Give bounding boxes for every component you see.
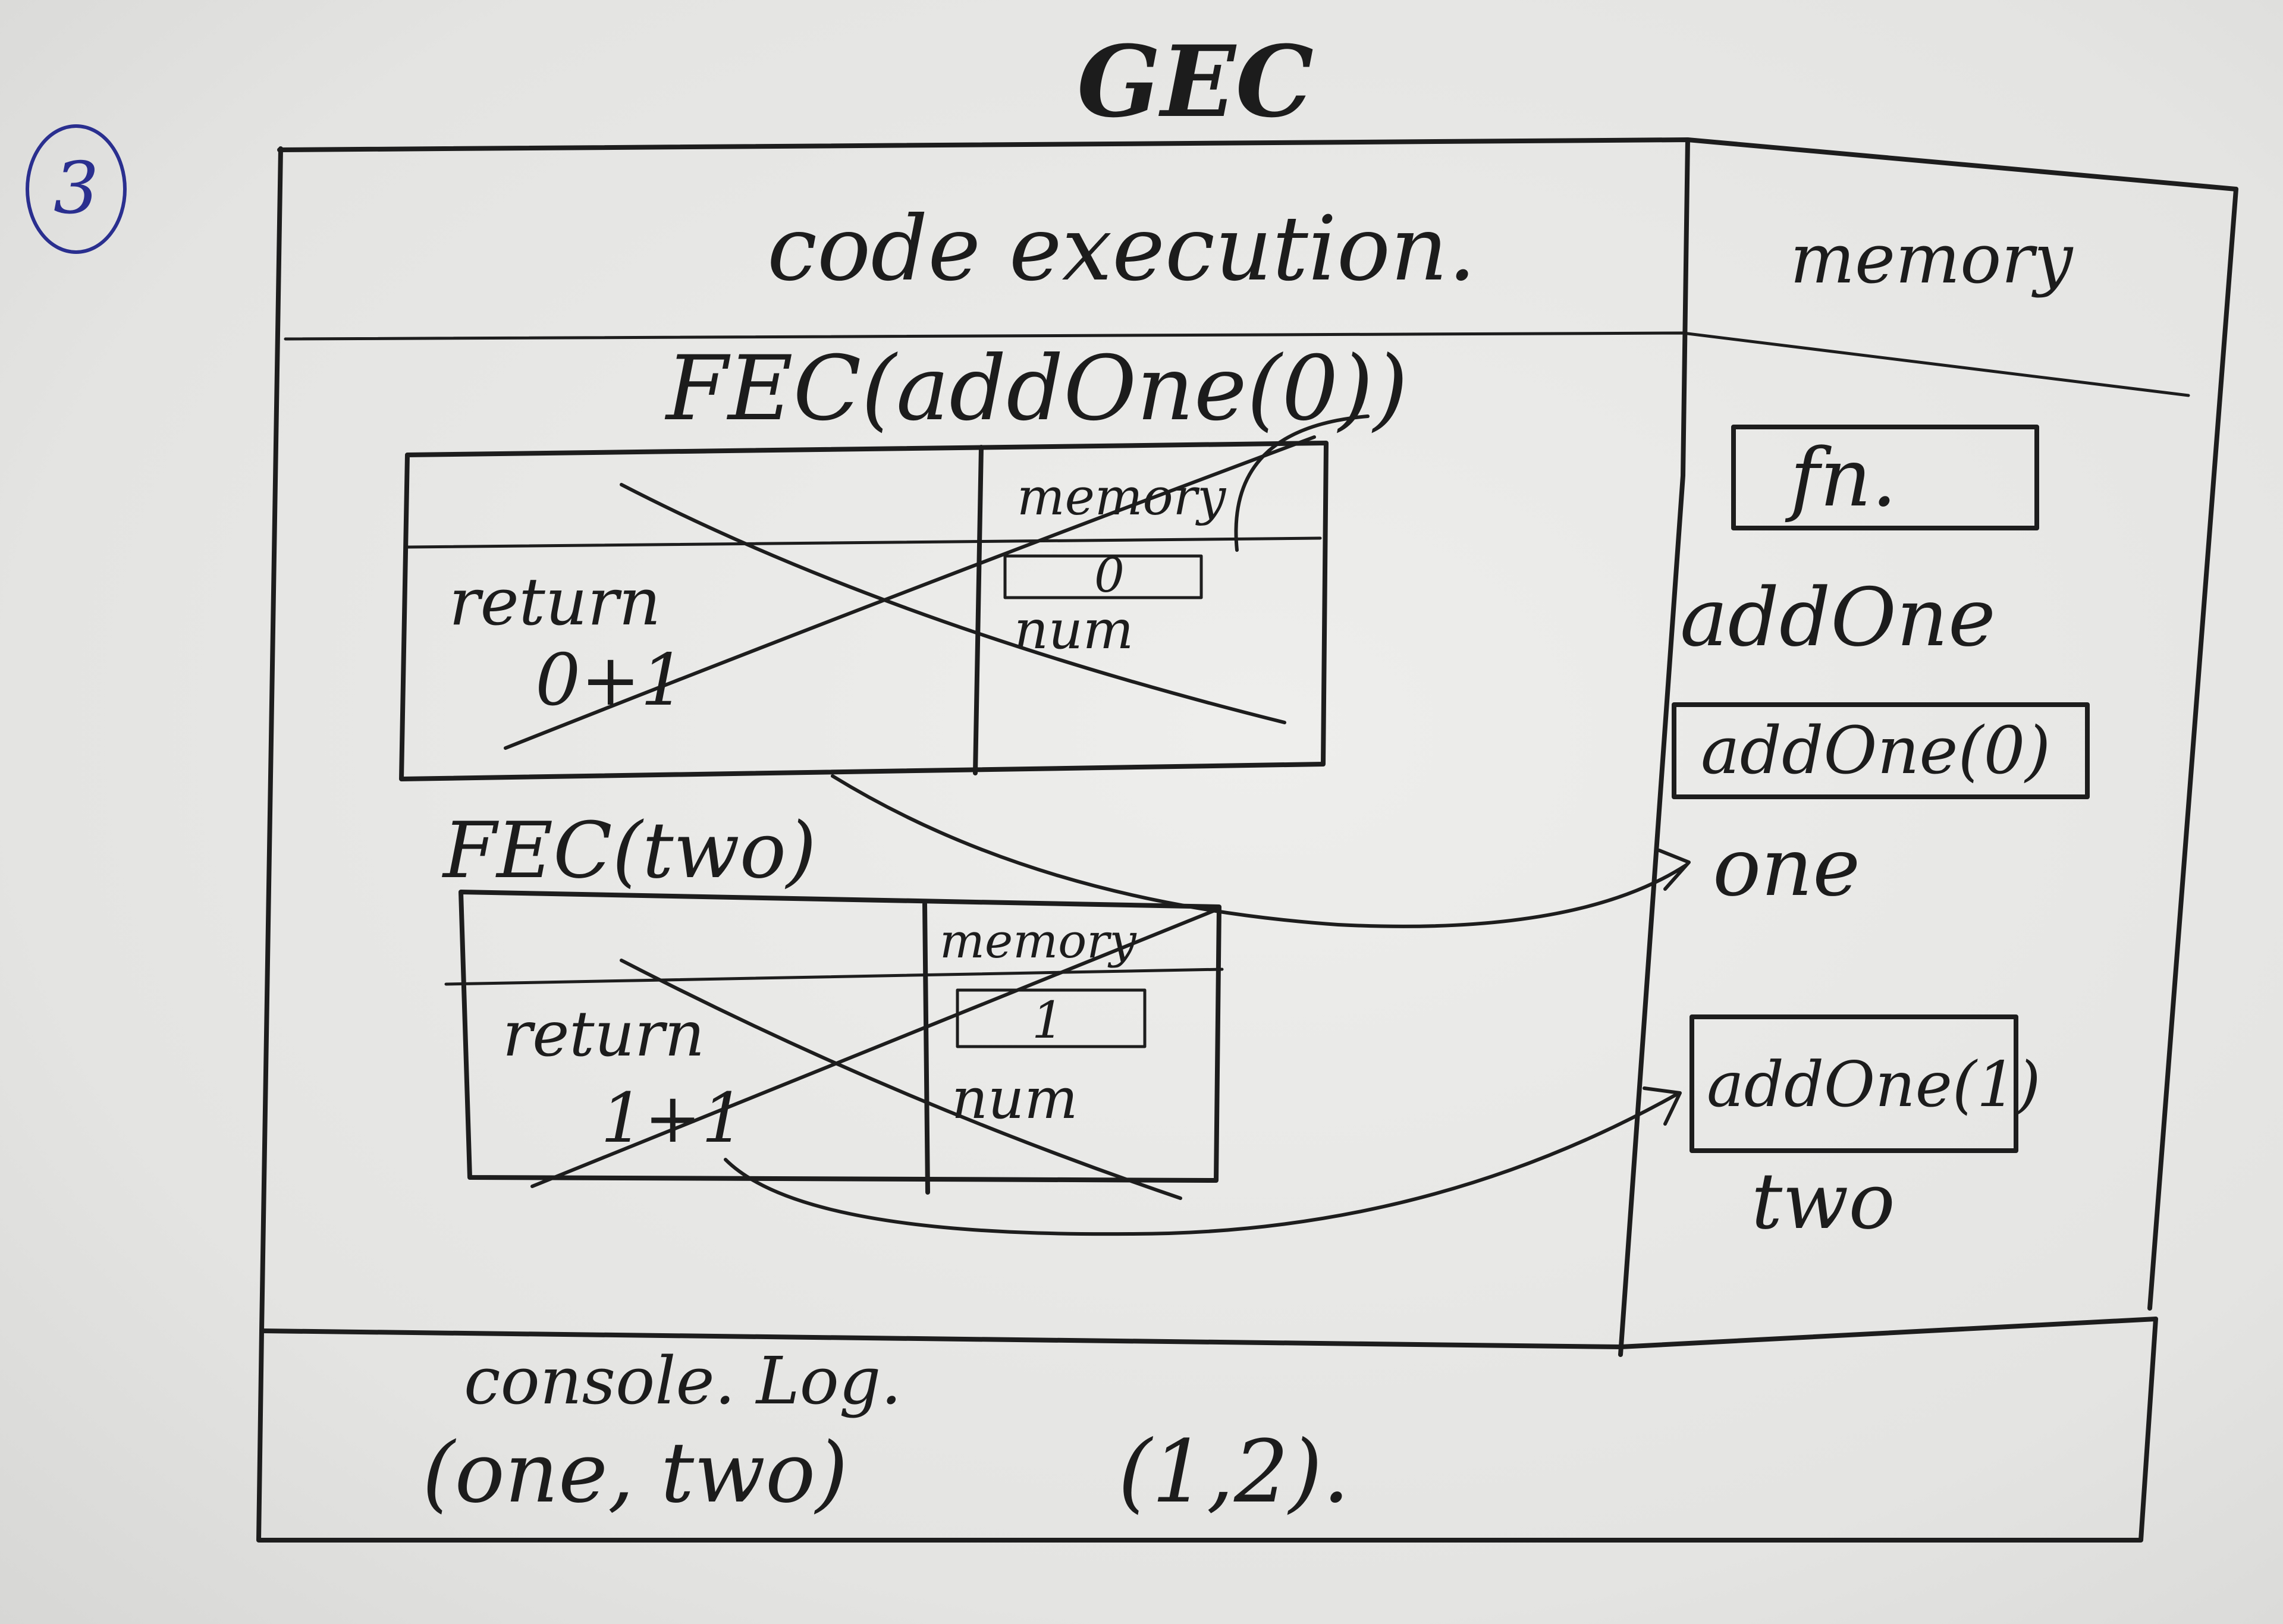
memory-value-fn: fn. xyxy=(1785,431,1897,524)
arrow-fec-one-to-one xyxy=(831,774,1688,928)
code-execution-header: code execution. xyxy=(767,197,1476,301)
fec-two-memory-slot xyxy=(956,988,1147,1048)
memory-value-addone-0: addOne(0) xyxy=(1701,712,2050,789)
fec-two-title: FEC(two) xyxy=(442,805,817,896)
fec-two-code-line1: return xyxy=(503,998,705,1070)
fec-addone-0-code-line1: return xyxy=(449,564,661,640)
fec-two: FEC(two) memory 1 num return 1+1 xyxy=(442,805,1224,1200)
memory-header: memory xyxy=(1790,219,2074,299)
memory-label-two: two xyxy=(1751,1156,1895,1246)
fec-addone-0-memory-header: memory xyxy=(1017,468,1226,527)
arrow-one-head xyxy=(1657,849,1691,891)
console-box xyxy=(256,1317,2158,1543)
memory-label-one: one xyxy=(1713,821,1860,914)
fec-two-cross-out xyxy=(530,908,1218,1200)
console-log-line2: (one, two) xyxy=(422,1425,848,1522)
gec-frame xyxy=(259,137,2238,1357)
console-output: (1,2). xyxy=(1118,1422,1350,1522)
memory-slot-addone xyxy=(1731,425,2039,530)
gec-title: GEC xyxy=(1077,24,1314,139)
page-number-circle xyxy=(26,124,127,254)
arrow-two-head xyxy=(1643,1086,1682,1126)
fec-addone-0-code-line2: 0+1 xyxy=(535,639,686,722)
fec-addone-0-cross-out xyxy=(504,414,1370,750)
fec-two-code-line2: 1+1 xyxy=(601,1079,745,1158)
arrow-fec-two-to-two xyxy=(724,1092,1679,1236)
fec-two-memory-header: memory xyxy=(940,913,1137,969)
console-log-line1: console. Log. xyxy=(464,1343,902,1419)
fec-two-box xyxy=(444,890,1224,1195)
memory-value-addone-1: addOne(1) xyxy=(1707,1048,2041,1121)
fec-addone-0-box xyxy=(399,441,1329,781)
fec-addone-0: FEC(addOne(0)) memory 0 num return 0+1 xyxy=(399,337,1408,781)
memory-slot-two xyxy=(1690,1014,2018,1153)
return-arrows xyxy=(724,774,1691,1236)
global-memory: fn. addOne addOne(0) one addOne(1) two xyxy=(1672,425,2090,1246)
memory-slot-one xyxy=(1672,702,2090,799)
page-number: 3 xyxy=(26,124,127,254)
fec-addone-0-title: FEC(addOne(0)) xyxy=(664,337,1408,441)
memory-label-addone: addOne xyxy=(1680,571,1996,664)
fec-two-memory-value: 1 xyxy=(1032,991,1064,1050)
fec-addone-0-memory-slot xyxy=(1003,554,1203,599)
page-number-text: 3 xyxy=(54,147,99,230)
fec-addone-0-memory-value: 0 xyxy=(1094,548,1125,603)
